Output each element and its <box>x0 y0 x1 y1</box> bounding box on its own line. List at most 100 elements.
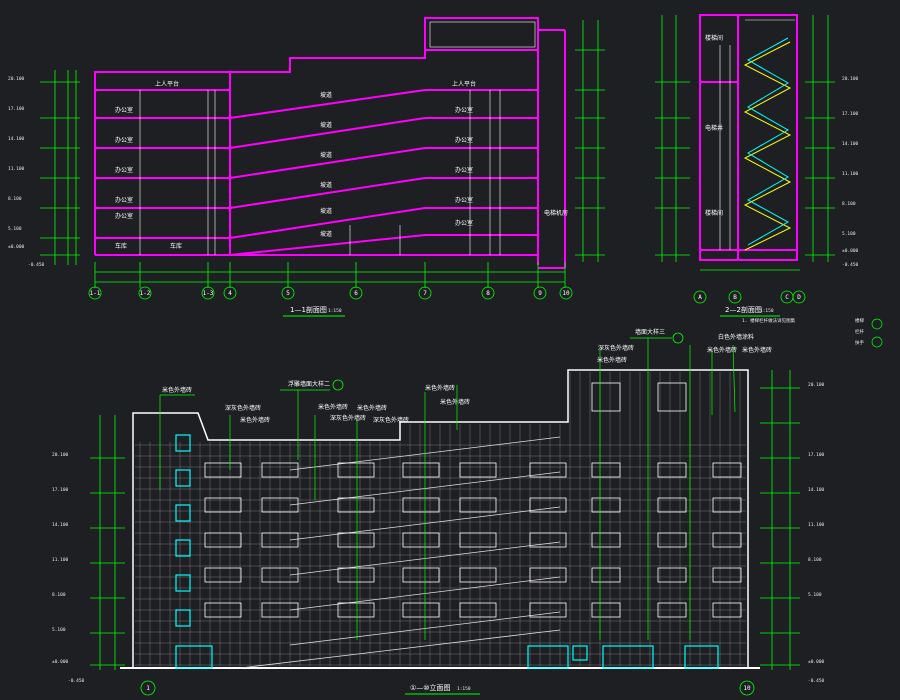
window-box <box>204 567 242 583</box>
window-box <box>459 567 497 583</box>
level-mark: 8.100 <box>808 557 822 563</box>
level-mark: 20.100 <box>808 382 825 388</box>
room-label: 电梯井 <box>705 124 723 132</box>
window-box <box>712 567 742 583</box>
axis-label: C <box>785 294 789 301</box>
window-box <box>657 382 687 412</box>
room-label: 办公室 <box>455 196 473 204</box>
section1-scale: 1:150 <box>328 308 342 314</box>
callout-text: 米色外墙砖 <box>240 416 270 424</box>
axis-label: 5 <box>286 290 290 297</box>
level-mark: -0.450 <box>28 262 45 268</box>
callout-text: 深灰色外墙砖 <box>373 416 409 424</box>
window-box <box>657 532 687 548</box>
level-mark: 5.100 <box>808 592 822 598</box>
elevation-axis-bubbles <box>140 680 755 696</box>
axis-label: 4 <box>228 290 232 297</box>
callout-text: 米色外墙砖 <box>318 403 348 411</box>
section-1-1: 1-1 1-2 1-3 4 5 6 7 8 9 10 上人平台 办公室 办公室 … <box>8 17 605 317</box>
level-mark: 17.100 <box>8 106 25 112</box>
window-box <box>337 602 375 618</box>
callout-text: 米色外墙砖 <box>162 386 192 394</box>
window-box <box>402 497 440 513</box>
callout-leaders <box>159 337 736 640</box>
elevation-title: ①—⑩立面图 <box>410 683 451 692</box>
callout-text: 米色外墙砖 <box>425 384 455 392</box>
section1-axis-bubbles <box>88 286 573 300</box>
callout-bubbles <box>332 332 684 391</box>
callout-text: 白色外墙涂料 <box>718 333 754 341</box>
elevation-scale: 1:150 <box>457 686 471 692</box>
axis-label: 8 <box>486 290 490 297</box>
level-mark: 20.100 <box>842 76 859 82</box>
axis-label: B <box>733 294 737 301</box>
section2-inner-lines <box>719 19 795 250</box>
window-box <box>261 462 299 478</box>
window-box <box>529 462 567 478</box>
level-mark: ±0.000 <box>52 659 69 665</box>
level-mark: 11.100 <box>808 522 825 528</box>
section1-room-labels: 上人平台 办公室 办公室 办公室 办公室 办公室 车库 车库 坡道 坡道 坡道 … <box>115 80 568 250</box>
axis-label: 9 <box>538 290 542 297</box>
note-text: 楼梯 <box>855 317 864 324</box>
window-box <box>261 532 299 548</box>
axis-label: D <box>797 294 801 301</box>
stair-window-column <box>175 434 719 669</box>
section2-stair-rails <box>746 37 790 246</box>
window-box <box>402 532 440 548</box>
level-mark: 11.100 <box>52 557 69 563</box>
level-mark: 11.100 <box>8 166 25 172</box>
section1-title: 1—1剖面图 <box>290 305 327 314</box>
axis-label: A <box>698 294 702 301</box>
level-mark: 5.100 <box>8 226 22 232</box>
room-label: 办公室 <box>455 136 473 144</box>
section2-title: 2—2剖面图 <box>725 305 762 314</box>
window-box <box>657 462 687 478</box>
window-box <box>261 567 299 583</box>
section2-left-dimensions <box>655 15 690 262</box>
axis-label: 1-3 <box>203 290 214 297</box>
room-label: 办公室 <box>455 166 473 174</box>
room-label: 办公室 <box>115 136 133 144</box>
room-label: 坡道 <box>320 151 332 159</box>
room-label: 车库 <box>115 242 127 250</box>
elevation-levels-right: 20.100 17.100 14.100 11.100 8.100 5.100 … <box>808 382 825 684</box>
window-box <box>591 567 621 583</box>
elevation-right-dimensions <box>760 370 800 670</box>
window-box <box>591 532 621 548</box>
level-mark: 11.100 <box>842 171 859 177</box>
section2-room-labels: 楼梯间 电梯井 楼梯间 <box>705 34 723 217</box>
elevation-levels-left: 20.100 17.100 14.100 11.100 8.100 5.100 … <box>52 452 85 684</box>
level-mark: 14.100 <box>808 487 825 493</box>
window-box <box>591 382 621 412</box>
axis-label: 6 <box>354 290 358 297</box>
room-label: 坡道 <box>320 91 332 99</box>
section1-levels: 20.100 17.100 14.100 11.100 8.100 5.100 … <box>8 76 45 268</box>
room-label: 办公室 <box>115 196 133 204</box>
level-mark: 17.100 <box>842 111 859 117</box>
window-box <box>591 497 621 513</box>
room-label: 办公室 <box>115 212 133 220</box>
window-box <box>657 602 687 618</box>
section2-outline <box>699 14 798 261</box>
window-box <box>337 462 375 478</box>
level-mark: 20.100 <box>8 76 25 82</box>
level-mark: 14.100 <box>52 522 69 528</box>
room-label: 办公室 <box>455 106 473 114</box>
window-box <box>591 602 621 618</box>
level-mark: 8.100 <box>842 201 856 207</box>
window-box <box>529 497 567 513</box>
level-mark: 14.100 <box>8 136 25 142</box>
room-label: 坡道 <box>320 230 332 238</box>
window-box <box>204 532 242 548</box>
window-box <box>261 602 299 618</box>
callout-text: 米色外墙砖 <box>707 346 737 354</box>
window-box <box>591 462 621 478</box>
level-mark: 8.100 <box>8 196 22 202</box>
section2-levels: 20.100 17.100 14.100 11.100 8.100 5.100 … <box>842 76 859 268</box>
elevation-1-10: 米色外墙砖 深灰色外墙砖 米色外墙砖 浮雕墙面大样二 米色外墙砖 深灰色外墙砖 … <box>52 328 825 696</box>
elevation-outline <box>132 369 749 668</box>
window-box <box>712 602 742 618</box>
level-mark: 5.100 <box>52 627 66 633</box>
callout-text: 米色外墙砖 <box>440 398 470 406</box>
